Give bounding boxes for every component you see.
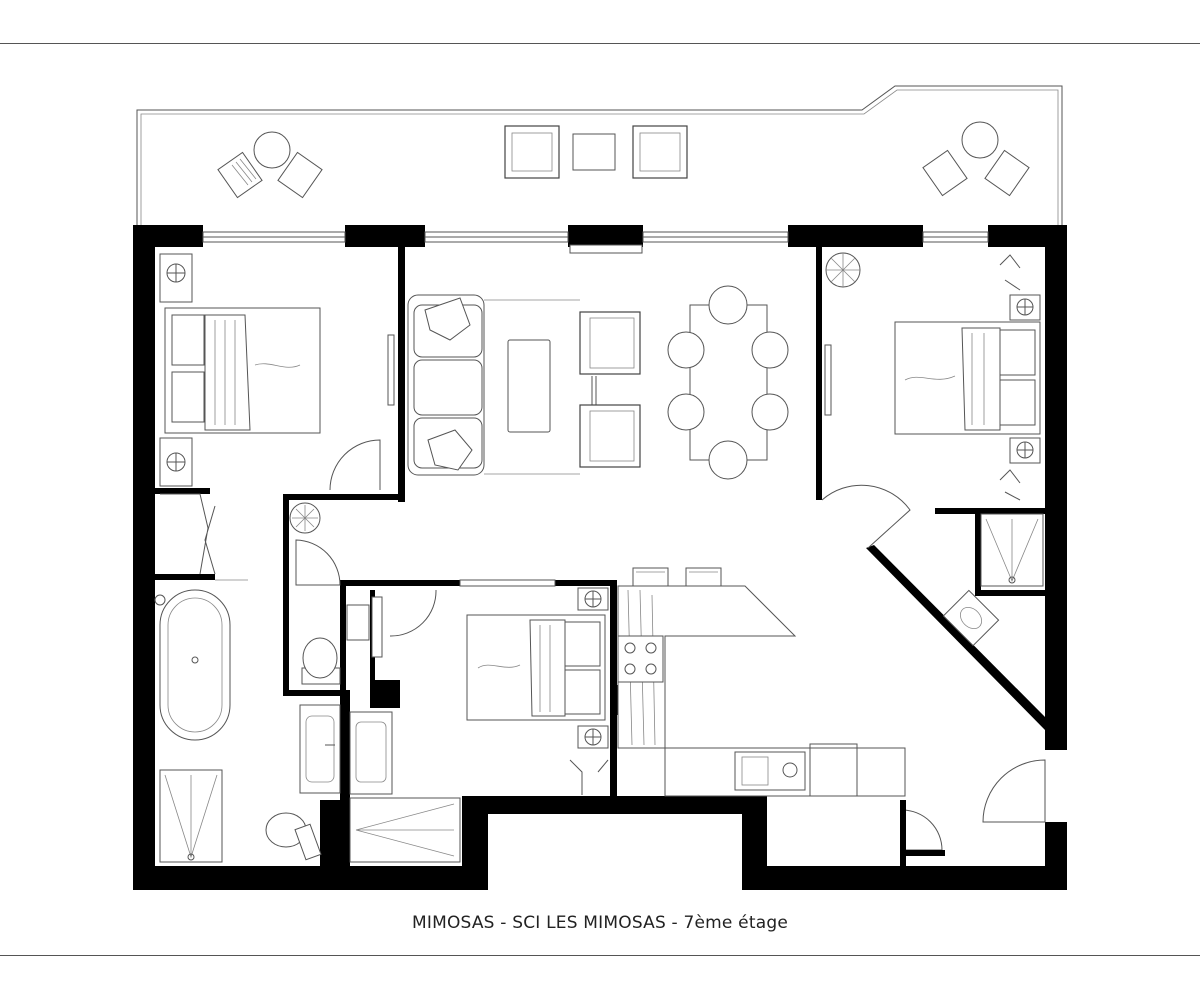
armchair-icon: [504, 125, 560, 179]
top-rule: [0, 43, 1200, 44]
armchair-icon: [632, 125, 688, 179]
door-swing-icon: [329, 439, 381, 491]
door-swing-icon: [295, 539, 341, 586]
bathroom-middle: [349, 711, 461, 863]
kitchen-counter-icon: [617, 585, 797, 749]
lounger-icon: [217, 131, 323, 199]
coffee-table-icon: [507, 339, 551, 433]
dining-table-icon: [689, 304, 768, 461]
bottom-rule: [0, 955, 1200, 956]
windows: [202, 231, 989, 587]
door-swing-icon: [389, 589, 437, 637]
terrace: [136, 85, 1063, 225]
door-swing-icon: [901, 809, 943, 851]
chair-icon: [667, 285, 789, 480]
bedroom-1: [159, 253, 395, 575]
sink-icon: [734, 751, 806, 791]
cooktop-icon: [617, 635, 664, 683]
sink-icon: [942, 589, 1000, 647]
plan-caption: MIMOSAS - SCI LES MIMOSAS - 7ème étage: [412, 913, 788, 933]
bathroom-left: [154, 579, 341, 863]
door-swing-icon: [821, 484, 911, 549]
bedroom-2: [466, 587, 609, 795]
walls: [133, 225, 1067, 890]
wc: [289, 502, 437, 685]
entry: [900, 759, 1046, 866]
bedroom-3: [821, 252, 1044, 647]
door-swing-icon: [982, 759, 1046, 823]
lounger-icon: [922, 121, 1030, 197]
dining: [667, 285, 789, 480]
armchair-icon: [579, 404, 641, 468]
bathtub-icon: [159, 589, 231, 741]
armchair-icon: [579, 311, 641, 375]
table-icon: [572, 133, 616, 171]
kitchen: [617, 585, 906, 797]
